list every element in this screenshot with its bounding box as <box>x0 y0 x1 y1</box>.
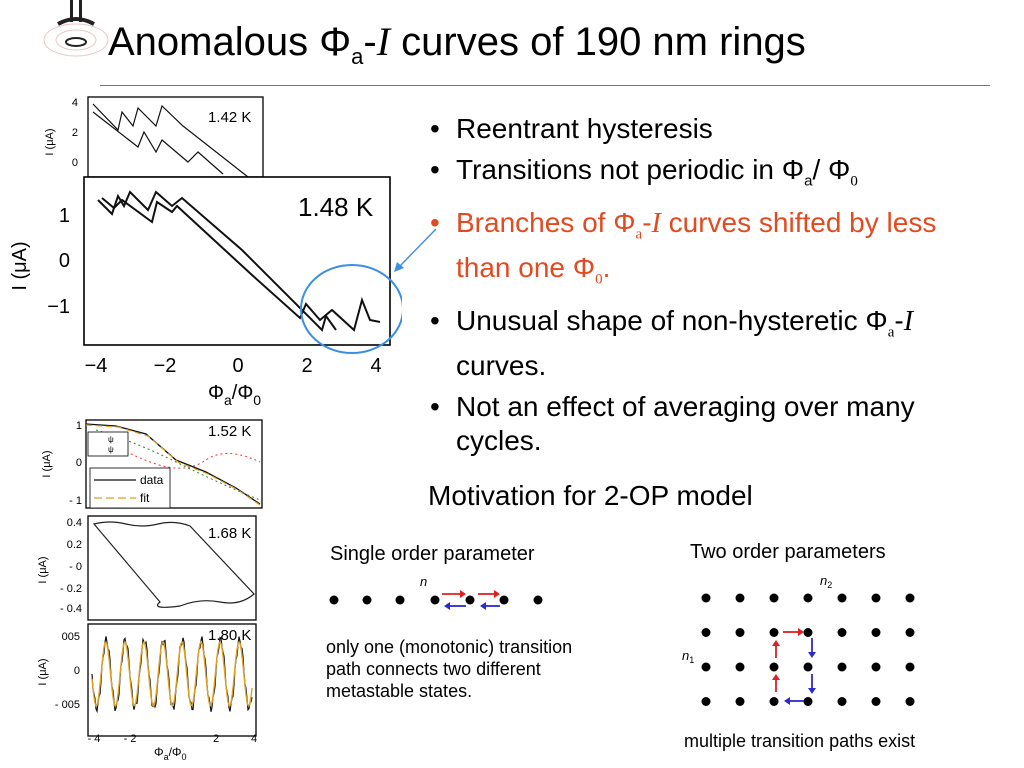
state-dot <box>803 662 813 672</box>
state-dot <box>837 697 847 706</box>
bullet-item: Reentrant hysteresis <box>428 112 988 146</box>
state-dot <box>701 662 711 672</box>
state-dot <box>735 697 745 706</box>
state-dot <box>769 662 779 672</box>
panel-148K: 1 0 −1 −4 −2 0 2 4 I (μA) Φa/Φ0 1.48 K <box>9 176 402 408</box>
svg-text:I (μA): I (μA) <box>37 556 49 583</box>
svg-text:4: 4 <box>370 355 381 377</box>
single-op-description: only one (monotonic) transition path con… <box>326 637 573 701</box>
state-dot <box>837 662 847 672</box>
bullet-item: Not an effect of averaging over many cyc… <box>428 390 988 458</box>
state-dots <box>329 595 543 605</box>
svg-text:−2: −2 <box>154 355 177 377</box>
svg-text:- 0: - 0 <box>69 561 82 573</box>
state-dot <box>701 697 711 706</box>
logo-icon <box>43 0 109 57</box>
svg-text:1.52 K: 1.52 K <box>208 423 251 440</box>
bullet-item-highlight: Branches of Φa-I curves shifted by less … <box>428 206 988 297</box>
svg-text:1: 1 <box>76 420 82 432</box>
svg-text:- 4: - 4 <box>88 733 101 745</box>
svg-text:2: 2 <box>301 355 312 377</box>
state-dot <box>905 662 915 672</box>
state-dot <box>735 628 745 637</box>
state-dot <box>837 628 847 637</box>
state-dot <box>769 628 779 637</box>
state-dot <box>871 593 881 603</box>
svg-text:0: 0 <box>74 665 80 677</box>
state-dot <box>803 697 813 706</box>
svg-text:Φa/Φ0: Φa/Φ0 <box>154 745 187 762</box>
svg-text:0: 0 <box>72 157 78 169</box>
motivation-heading: Motivation for 2-OP model <box>428 480 753 511</box>
state-dot <box>871 628 881 637</box>
state-dot <box>803 593 813 603</box>
state-dot <box>735 662 745 672</box>
svg-text:ψ: ψ <box>108 435 114 444</box>
svg-text:0: 0 <box>232 355 243 377</box>
pointer-arrow-icon <box>394 228 437 272</box>
svg-text:−1: −1 <box>47 296 70 318</box>
two-op-n1-label: n1 <box>682 648 694 665</box>
svg-text:ψ: ψ <box>108 445 114 454</box>
svg-text:4: 4 <box>251 733 257 745</box>
state-dot <box>701 593 711 603</box>
svg-text:data: data <box>140 473 164 487</box>
panel-168K: 0.4 0.2 - 0 - 0.2 - 0.4 I (μA) 1.68 K <box>37 515 257 621</box>
svg-text:I (μA): I (μA) <box>9 241 31 290</box>
single-op-diagram: n <box>329 574 543 610</box>
svg-text:- 1: - 1 <box>69 495 82 507</box>
svg-text:−4: −4 <box>85 355 108 377</box>
svg-text:- 2: - 2 <box>124 733 137 745</box>
state-dot <box>905 697 915 706</box>
svg-text:1.42 K: 1.42 K <box>208 109 251 126</box>
svg-text:fit: fit <box>140 491 150 505</box>
single-op-heading: Single order parameter <box>330 543 535 565</box>
two-op-n2-label: n2 <box>820 573 832 590</box>
state-dot <box>701 628 711 637</box>
svg-text:1.68 K: 1.68 K <box>208 525 251 542</box>
panel-180K: 005 0 - 005 I (μA) 1.80 K - 4 - 2 2 4 Φa… <box>37 623 257 762</box>
title-divider <box>100 85 990 86</box>
svg-text:4: 4 <box>72 97 78 109</box>
svg-text:005: 005 <box>62 631 80 643</box>
state-dot <box>871 697 881 706</box>
state-dot <box>803 628 813 637</box>
svg-text:I (μA): I (μA) <box>37 658 49 685</box>
svg-text:0: 0 <box>76 457 82 469</box>
two-op-diagram: n2 n1 <box>682 573 915 706</box>
svg-text:Φa/Φ0: Φa/Φ0 <box>208 382 261 408</box>
state-dot <box>769 697 779 706</box>
state-dot <box>837 593 847 603</box>
panel-152K: 1 0 - 1 I (μA) 1.52 K ψ ψ data fit <box>41 419 263 509</box>
svg-text:2: 2 <box>213 733 219 745</box>
panel-142K: 4 2 0 I (μA) 1.42 K <box>44 96 264 178</box>
svg-text:0.2: 0.2 <box>67 539 82 551</box>
single-op-n-label: n <box>420 574 427 589</box>
page-title: Anomalous Φa-I curves of 190 nm rings <box>108 19 806 69</box>
svg-text:2: 2 <box>72 127 78 139</box>
state-dot <box>735 593 745 603</box>
state-dot <box>769 593 779 603</box>
svg-text:1.48 K: 1.48 K <box>298 192 374 222</box>
svg-text:I (μA): I (μA) <box>44 128 56 155</box>
svg-text:- 0.2: - 0.2 <box>60 583 82 595</box>
state-grid <box>701 593 915 706</box>
svg-text:- 0.4: - 0.4 <box>60 603 82 615</box>
svg-text:- 005: - 005 <box>55 699 80 711</box>
two-op-heading: Two order parameters <box>690 541 886 563</box>
two-op-description: multiple transition paths exist <box>684 731 916 751</box>
state-dot <box>871 662 881 672</box>
state-dot <box>905 593 915 603</box>
bullet-list: Reentrant hysteresis Transitions not per… <box>428 112 988 465</box>
svg-text:1: 1 <box>59 205 70 227</box>
svg-text:I (μA): I (μA) <box>41 450 53 477</box>
bullet-item: Transitions not periodic in Φa/ Φ0 <box>428 153 988 199</box>
svg-text:1.80 K: 1.80 K <box>208 627 251 644</box>
svg-text:0.4: 0.4 <box>67 517 82 529</box>
svg-text:0: 0 <box>59 250 70 272</box>
state-dot <box>905 628 915 637</box>
bullet-item: Unusual shape of non-hysteretic Φa-I cur… <box>428 304 988 384</box>
